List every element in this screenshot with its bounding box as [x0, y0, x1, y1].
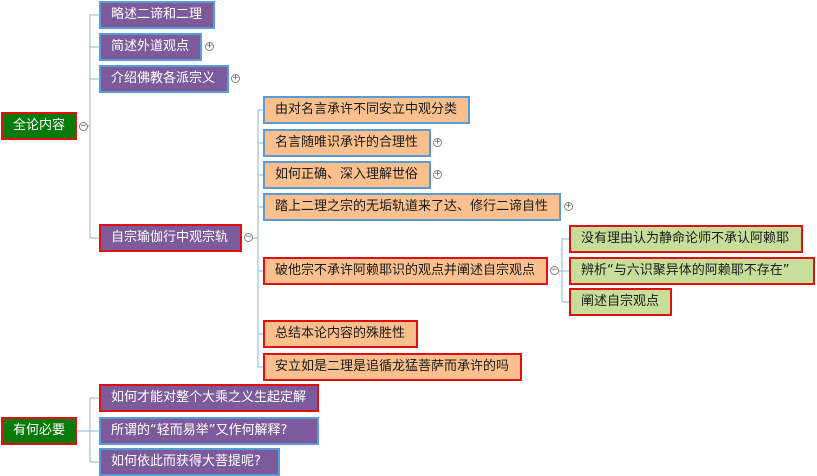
expand-icon[interactable]: + [231, 73, 240, 83]
node-brief-two-truths[interactable]: 略述二谛和二理 [99, 1, 215, 29]
collapse-icon[interactable]: − [79, 121, 88, 131]
node-effortless-meaning[interactable]: 所谓的“轻而易举”又作何解释? [99, 417, 319, 445]
connector [253, 109, 264, 239]
node-buddhist-schools[interactable]: 介绍佛教各派宗义 [99, 65, 229, 93]
node-own-view[interactable]: 阐述自宗观点 [569, 288, 672, 316]
node-summary-excellence[interactable]: 总结本论内容的殊胜性 [263, 320, 418, 348]
expand-icon[interactable]: + [205, 41, 214, 51]
expand-icon[interactable]: + [564, 201, 573, 211]
connector [89, 126, 100, 239]
collapse-icon[interactable]: − [550, 265, 559, 275]
node-conventional-rationality[interactable]: 名言随唯识承许的合理性 [263, 129, 431, 157]
connector [561, 271, 570, 303]
node-attain-bodhi[interactable]: 如何依此而获得大菩提呢? [99, 448, 280, 476]
node-no-reason-denial[interactable]: 没有理由认为静命论师不承认阿赖耶 [569, 225, 803, 253]
collapse-icon[interactable]: − [244, 232, 253, 242]
expand-icon[interactable]: + [433, 137, 442, 147]
node-follow-nagarjuna[interactable]: 安立如是二理是追循龙猛菩萨而承许的吗 [263, 353, 522, 381]
root-node-full-content[interactable]: 全论内容 [1, 112, 77, 140]
node-outsider-views[interactable]: 简述外道观点 [99, 33, 202, 61]
root-node-necessity[interactable]: 有何必要 [1, 417, 77, 445]
connector [84, 14, 100, 127]
expand-icon[interactable]: + [433, 169, 442, 179]
node-madhyamaka-classification[interactable]: 由对名言承许不同安立中观分类 [263, 96, 470, 124]
node-certainty-mahayana[interactable]: 如何才能对整个大乘之义生起定解 [99, 384, 319, 412]
connector [89, 431, 100, 463]
node-refute-alaya-denial[interactable]: 破他宗不承许阿赖耶识的观点并阐述自宗观点 [263, 257, 548, 285]
node-analyze-alaya[interactable]: 辨析“与六识聚异体的阿赖耶不存在” [569, 257, 815, 285]
node-understand-conventional[interactable]: 如何正确、深入理解世俗 [263, 161, 431, 189]
node-practice-two-truths[interactable]: 踏上二理之宗的无垢轨道来了达、修行二谛自性 [263, 193, 561, 221]
connector [257, 238, 264, 368]
connector [77, 397, 100, 432]
node-own-school[interactable]: 自宗瑜伽行中观宗轨 [99, 224, 242, 252]
